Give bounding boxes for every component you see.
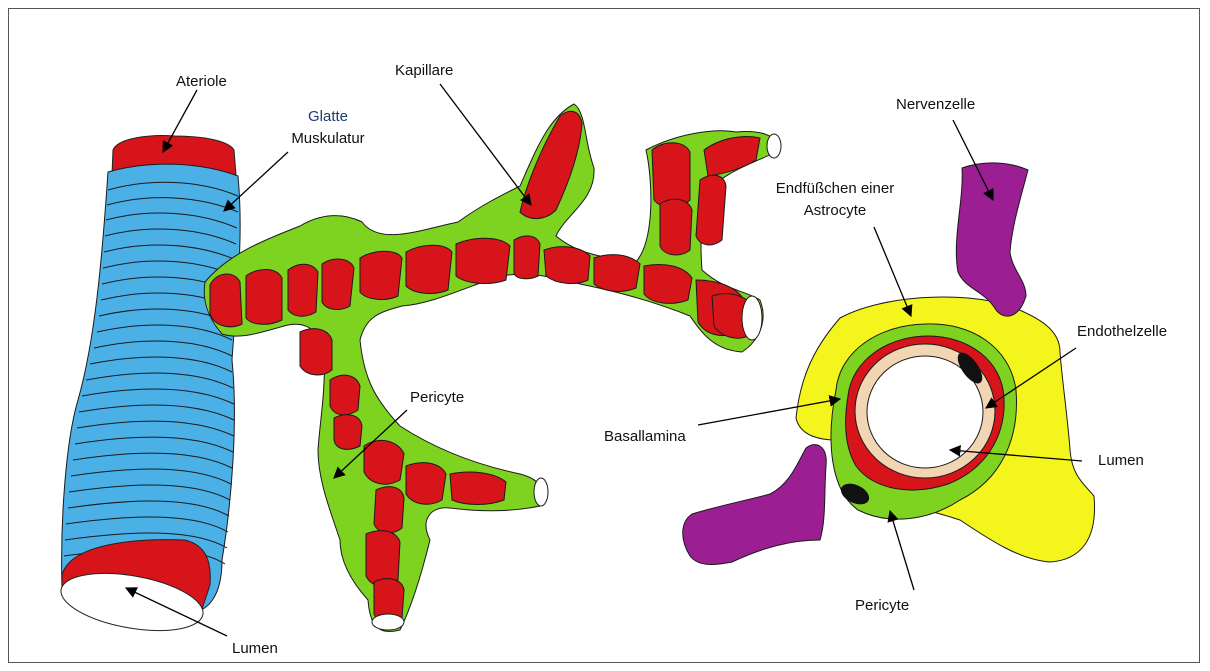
- capillary-end-bottom: [372, 614, 404, 630]
- label-basallamina: Basallamina: [604, 428, 686, 446]
- label-kapillare: Kapillare: [395, 62, 453, 80]
- label-muskulatur: Muskulatur: [280, 130, 376, 148]
- cross-section: [683, 163, 1095, 565]
- label-lumen-left: Lumen: [232, 640, 278, 658]
- label-pericyte-left: Pericyte: [410, 389, 464, 407]
- arrow-pericyte-right: [890, 511, 914, 590]
- label-nervenzelle: Nervenzelle: [896, 96, 975, 114]
- label-lumen-right: Lumen: [1098, 452, 1144, 470]
- capillary-end-top-right: [767, 134, 781, 158]
- capillary-endothelial-segments: [210, 111, 760, 623]
- label-glatte: Glatte: [300, 108, 356, 126]
- capillary-end-bottom-right: [534, 478, 548, 506]
- arteriole: [57, 136, 241, 641]
- label-endfuesschen-line1: Endfüßchen einer: [760, 180, 910, 198]
- label-ateriole: Ateriole: [176, 73, 227, 91]
- capillary-end-right: [742, 296, 762, 340]
- neuron-upper: [956, 163, 1028, 316]
- neuron-lower: [683, 445, 826, 565]
- label-endothelzelle: Endothelzelle: [1077, 323, 1167, 341]
- label-endfuesschen-line2: Astrocyte: [760, 202, 910, 220]
- label-pericyte-right: Pericyte: [855, 597, 909, 615]
- arrow-kapillare: [440, 84, 531, 205]
